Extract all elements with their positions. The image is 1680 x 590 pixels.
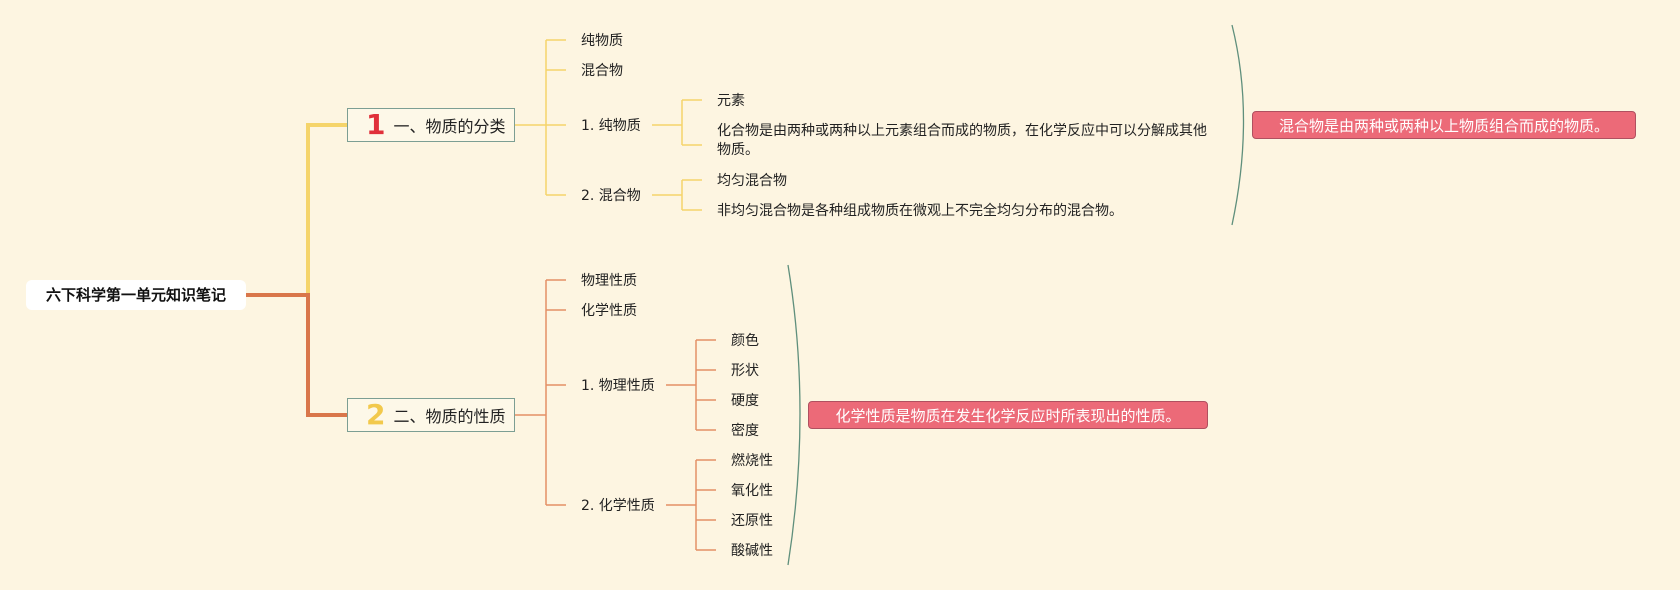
branch2-connectors (515, 279, 716, 551)
bracket-1 (1231, 24, 1245, 226)
branch1-connectors (515, 39, 702, 211)
topic-1-pure-substance[interactable]: 1. 纯物质 (581, 118, 641, 134)
topic-combustibility[interactable]: 燃烧性 (731, 453, 773, 469)
topic-element[interactable]: 元素 (717, 93, 745, 109)
topic-acidity-alkalinity[interactable]: 酸碱性 (731, 543, 773, 559)
branch-label: 二、物质的性质 (393, 407, 506, 426)
topic-mixture[interactable]: 混合物 (581, 63, 623, 79)
note-mixture-definition[interactable]: 混合物是由两种或两种以上物质组合而成的物质。 (1252, 111, 1636, 139)
branch-topic-classification[interactable]: 1 一、物质的分类 (347, 108, 515, 142)
topic-1-physical-property[interactable]: 1. 物理性质 (581, 378, 655, 394)
topic-density[interactable]: 密度 (731, 423, 759, 439)
branch-label: 一、物质的分类 (393, 117, 506, 136)
topic-chemical-property[interactable]: 化学性质 (581, 303, 637, 319)
number-1-icon: 1 (366, 108, 386, 141)
topic-color[interactable]: 颜色 (731, 333, 759, 349)
topic-pure-substance[interactable]: 纯物质 (581, 33, 623, 49)
topic-physical-property[interactable]: 物理性质 (581, 273, 637, 289)
topic-oxidizability[interactable]: 氧化性 (731, 483, 773, 499)
topic-2-chemical-property[interactable]: 2. 化学性质 (581, 498, 655, 514)
topic-reducibility[interactable]: 还原性 (731, 513, 773, 529)
root-link-1 (246, 123, 347, 297)
topic-hardness[interactable]: 硬度 (731, 393, 759, 409)
topic-compound-line2: 物质。 (717, 142, 759, 158)
root-topic[interactable]: 六下科学第一单元知识笔记 (26, 280, 246, 310)
topic-shape[interactable]: 形状 (731, 363, 759, 379)
topic-homogeneous-mixture[interactable]: 均匀混合物 (717, 173, 787, 189)
topic-heterogeneous-mixture[interactable]: 非均匀混合物是各种组成物质在微观上不完全均匀分布的混合物。 (717, 203, 1123, 219)
number-2-icon: 2 (366, 398, 386, 431)
topic-2-mixture[interactable]: 2. 混合物 (581, 188, 641, 204)
note-chemical-property-definition[interactable]: 化学性质是物质在发生化学反应时所表现出的性质。 (808, 401, 1208, 429)
topic-compound-line1[interactable]: 化合物是由两种或两种以上元素组合而成的物质，在化学反应中可以分解成其他 (717, 123, 1207, 139)
bracket-2 (787, 264, 801, 566)
root-link-2 (246, 293, 347, 417)
branch-topic-properties[interactable]: 2 二、物质的性质 (347, 398, 515, 432)
